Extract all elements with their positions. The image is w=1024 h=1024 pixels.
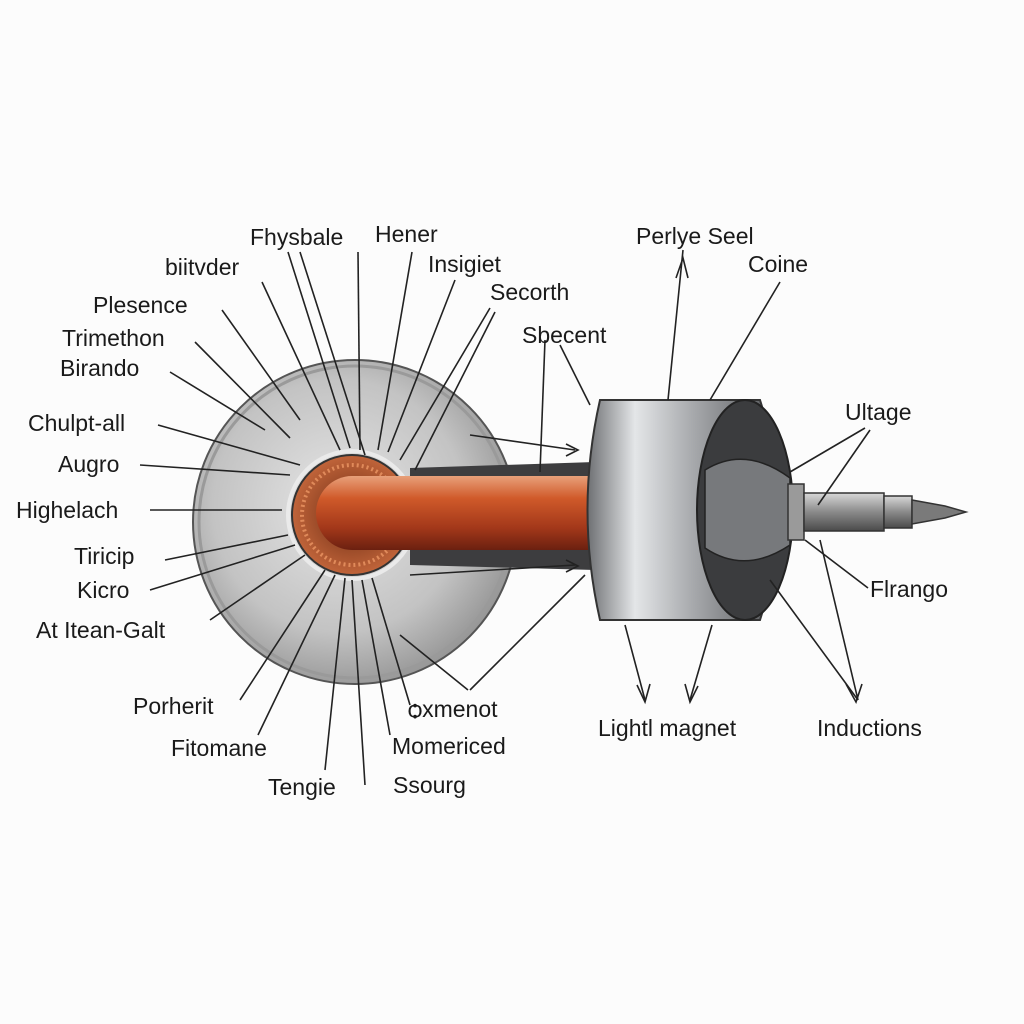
label-hener: Hener (375, 221, 438, 247)
label-ssourg: Ssourg (393, 772, 466, 798)
arrow-perlye-tip (675, 255, 689, 279)
leader-inductions (769, 579, 859, 701)
probe-shaft (787, 483, 969, 541)
leader-disc-lowright (469, 574, 586, 691)
label-birando: Birando (60, 355, 139, 381)
leader-fhysbale-2 (299, 251, 366, 456)
labels: Fhysbale Hener biitvder Insigiet Secorth… (16, 221, 948, 800)
label-plesence: Plesence (93, 292, 188, 318)
leader-birando (169, 371, 266, 431)
cylinder-notch (704, 458, 791, 562)
leader-lines (139, 249, 871, 786)
label-coine: Coine (748, 251, 808, 277)
leader-hener (357, 251, 361, 451)
leader-tiricip (164, 534, 289, 561)
arrow-light-1-head (636, 683, 651, 705)
label-oxmenot: ѻxmenot (408, 696, 498, 722)
leader-perlye (667, 249, 684, 401)
label-at-itean-galt: At Itean-Galt (36, 617, 166, 643)
rod-end-cap (316, 476, 388, 550)
label-light-magnet: Lightl magnet (598, 715, 737, 741)
leader-ultage-2 (817, 429, 871, 506)
leader-porherit (239, 569, 326, 701)
leader-sbecent-2 (559, 344, 591, 406)
label-insigiet: Insigiet (428, 251, 501, 277)
arrow-light-2 (689, 624, 713, 701)
leader-sbecent (539, 339, 546, 473)
label-sbecent: Sbecent (522, 322, 607, 348)
label-tengie: Tengie (268, 774, 336, 800)
steel-cylinder (586, 399, 794, 621)
leader-fhysbale (287, 251, 351, 449)
arrow-inductions-head (845, 683, 863, 704)
rod-body (352, 476, 602, 550)
leader-disc-arrow (469, 434, 576, 451)
leader-augro (139, 464, 291, 476)
label-fhysbale: Fhysbale (250, 224, 343, 250)
label-kicro: Kicro (77, 577, 129, 603)
label-augro: Augro (58, 451, 119, 477)
arrow-light-1 (624, 624, 646, 701)
label-fitomane: Fitomane (171, 735, 267, 761)
leader-tengie-2 (351, 579, 366, 786)
leader-chulpt (157, 424, 301, 466)
shaft-tip (911, 499, 969, 525)
leader-center-right (409, 564, 576, 576)
label-porherit: Porherit (133, 693, 214, 719)
leader-disc-low (399, 634, 469, 691)
label-inductions: Inductions (817, 715, 922, 741)
leader-atitean (209, 554, 306, 621)
leader-plesence (221, 309, 301, 421)
arrow-rod-low-head (565, 559, 580, 573)
label-chulpt-all: Chulpt-all (28, 410, 125, 436)
leader-coine (709, 281, 781, 401)
label-flrango: Flrango (870, 576, 948, 602)
label-trimethon: Trimethon (62, 325, 165, 351)
label-secorth: Secorth (490, 279, 569, 305)
arrows (565, 255, 863, 705)
leader-tengie (324, 577, 346, 771)
label-tiricip: Tiricip (74, 543, 134, 569)
label-highelach: Highelach (16, 497, 118, 523)
leader-biitvder (261, 281, 341, 451)
label-biitvder: biitvder (165, 254, 239, 280)
leader-flrango (804, 539, 869, 589)
leader-insigiet (387, 279, 456, 453)
shaft-body (803, 492, 885, 532)
arrow-light-2-head (684, 683, 699, 705)
arrow-rod-head (565, 443, 580, 457)
leader-momericed (361, 579, 391, 736)
shaft-thread (883, 495, 913, 529)
leader-secorth-2 (414, 311, 496, 471)
leader-kicro (149, 544, 296, 591)
label-perlye-seel: Perlye Seel (636, 223, 754, 249)
leader-oxmenot (371, 577, 411, 706)
leader-trimethon (194, 341, 291, 439)
leader-fitomane (257, 574, 336, 736)
leader-hener-2 (377, 251, 413, 451)
label-ultage: Ultage (845, 399, 911, 425)
copper-rod (316, 476, 602, 550)
label-momericed: Momericed (392, 733, 506, 759)
leader-ultage (789, 427, 866, 473)
shaft-collar (787, 483, 805, 541)
leader-secorth (399, 307, 491, 461)
leader-inductions-2 (819, 539, 859, 701)
